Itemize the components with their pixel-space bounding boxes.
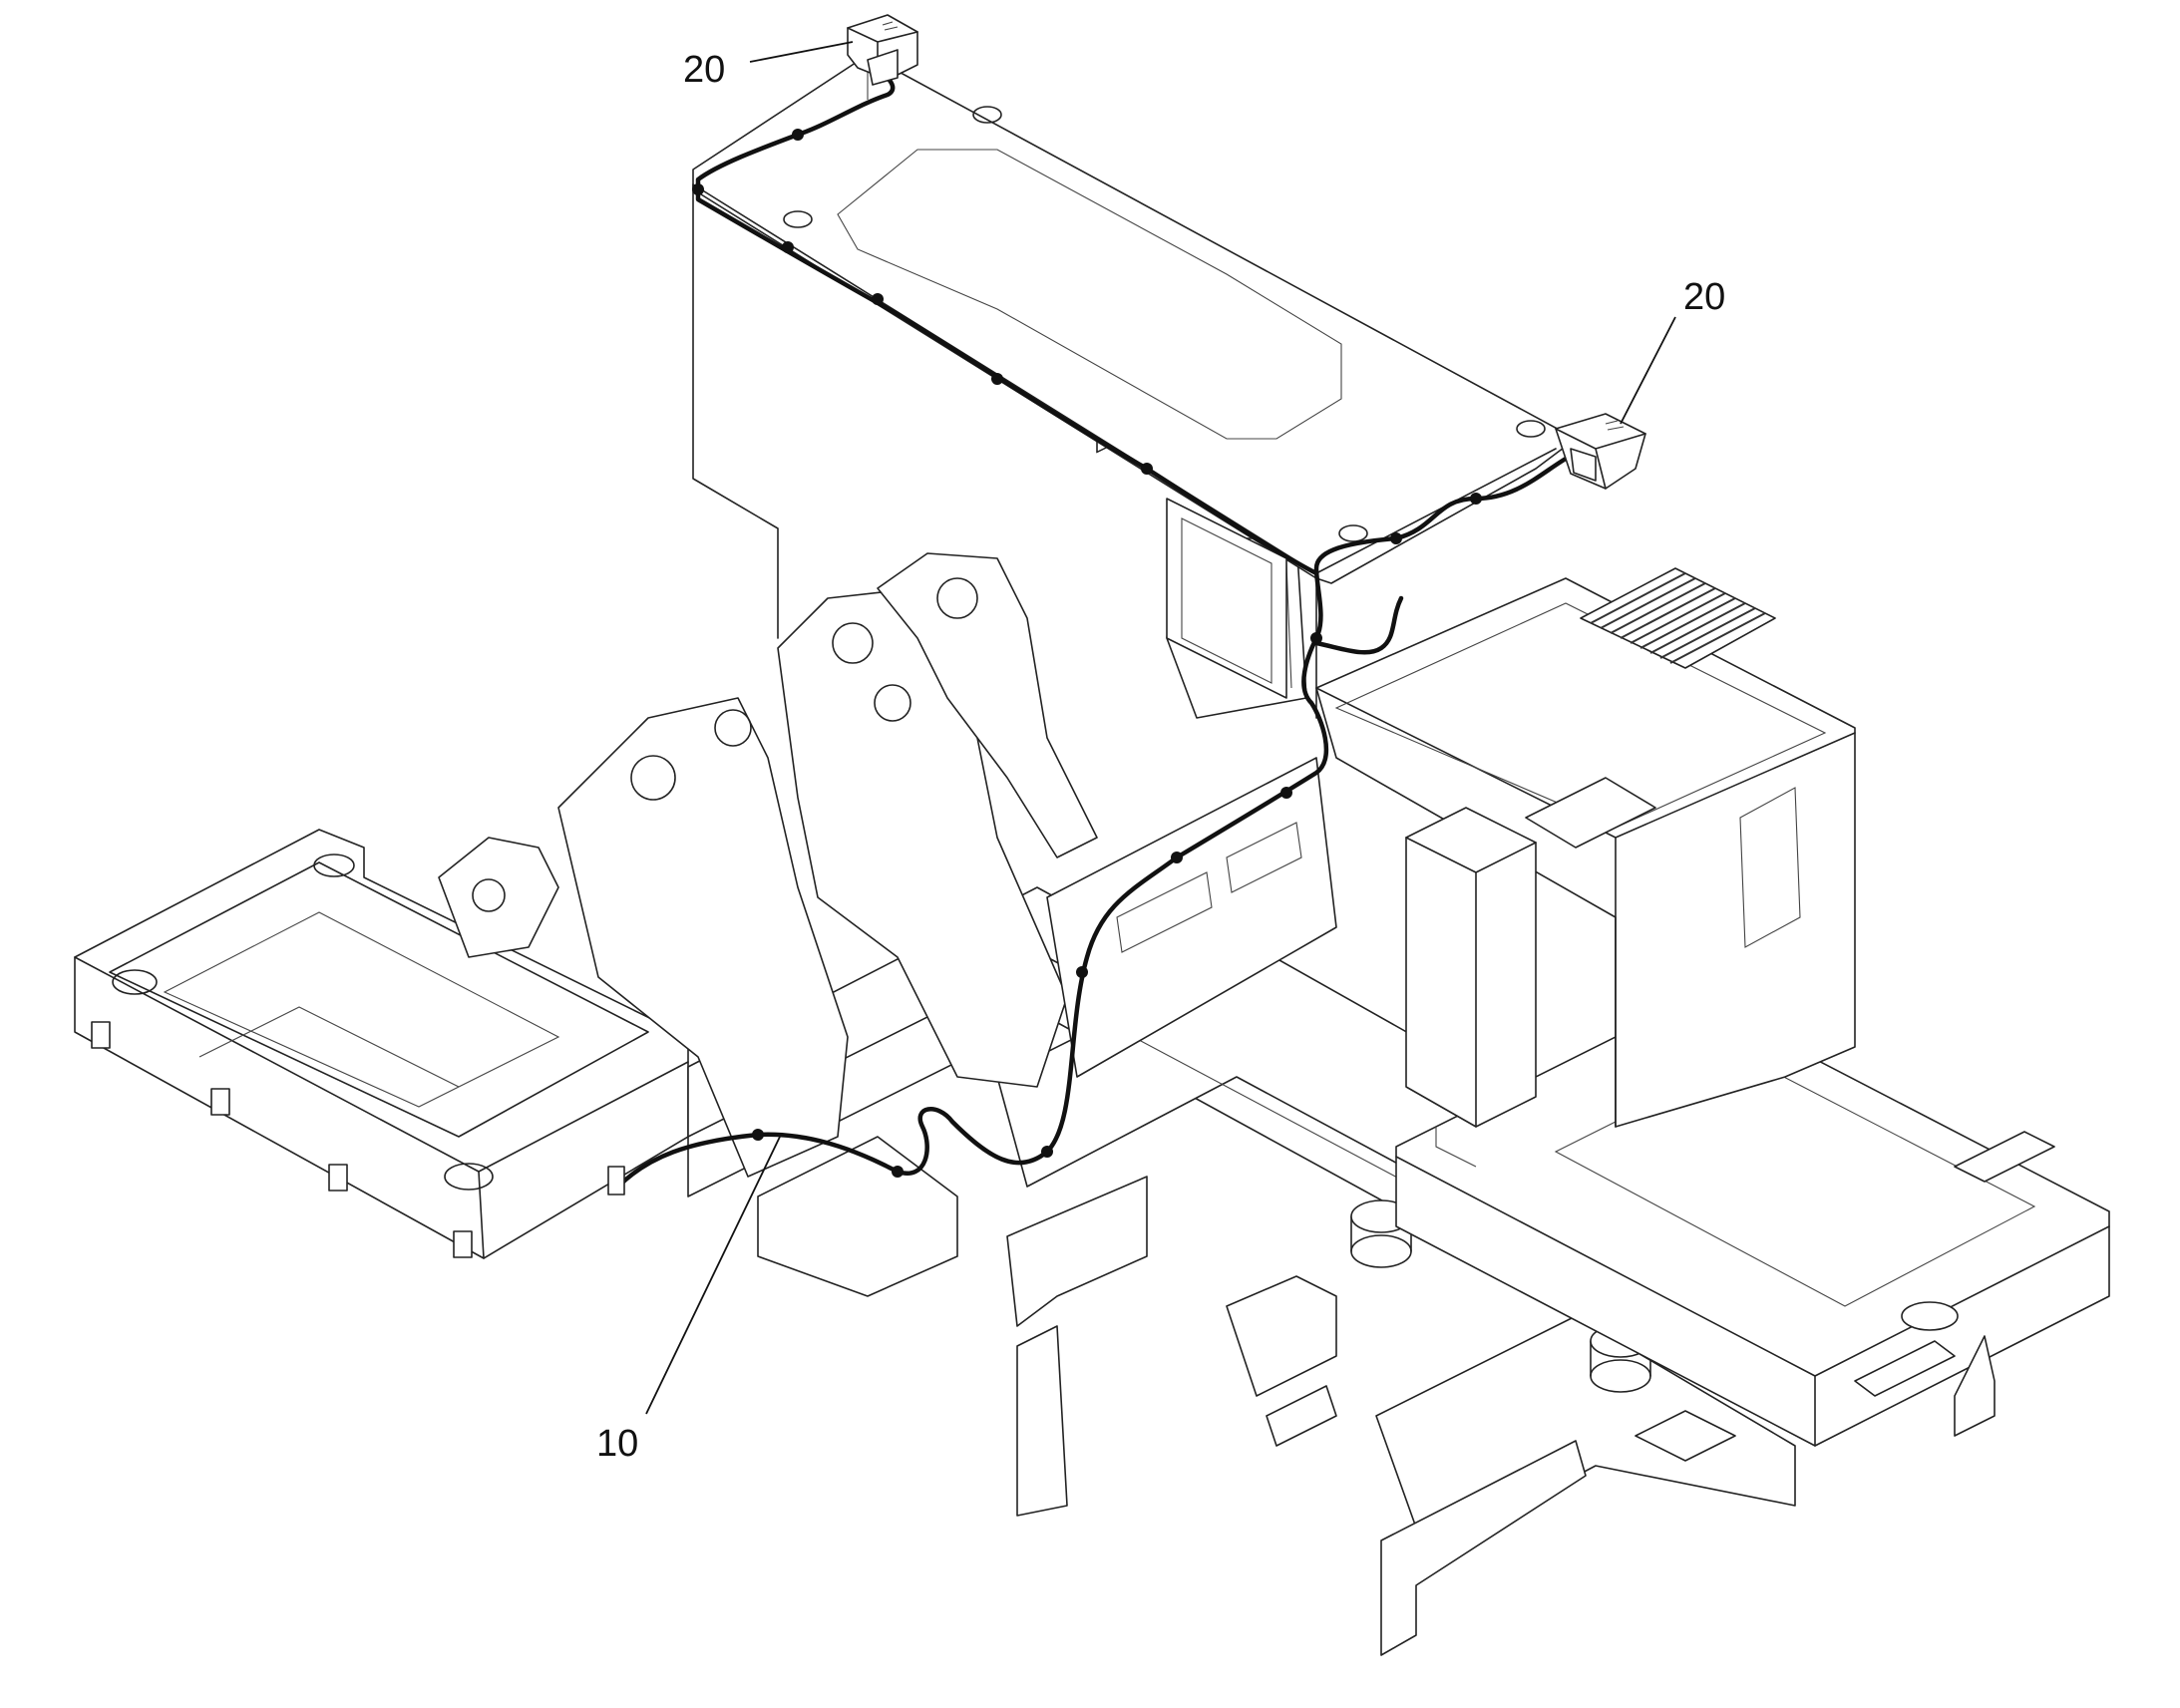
leader-20-top bbox=[749, 41, 854, 63]
boom-arms bbox=[438, 552, 1337, 1517]
callout-20-top: 20 bbox=[683, 49, 725, 91]
callout-10: 10 bbox=[596, 1423, 638, 1465]
callout-leaders bbox=[645, 41, 1676, 1415]
work-light-top bbox=[847, 14, 918, 86]
right-chassis-frame bbox=[1395, 996, 2110, 1447]
leader-10 bbox=[645, 1136, 781, 1415]
cab-enclosure bbox=[1315, 567, 1856, 1168]
callout-20-right: 20 bbox=[1683, 276, 1725, 318]
work-light-right bbox=[1555, 413, 1646, 490]
callout-labels: 20 20 10 bbox=[596, 49, 1725, 1465]
left-chassis-frame bbox=[74, 829, 689, 1259]
leader-20-right bbox=[1620, 316, 1676, 425]
control-panel bbox=[1166, 498, 1287, 699]
wire-harness bbox=[607, 67, 1579, 1196]
